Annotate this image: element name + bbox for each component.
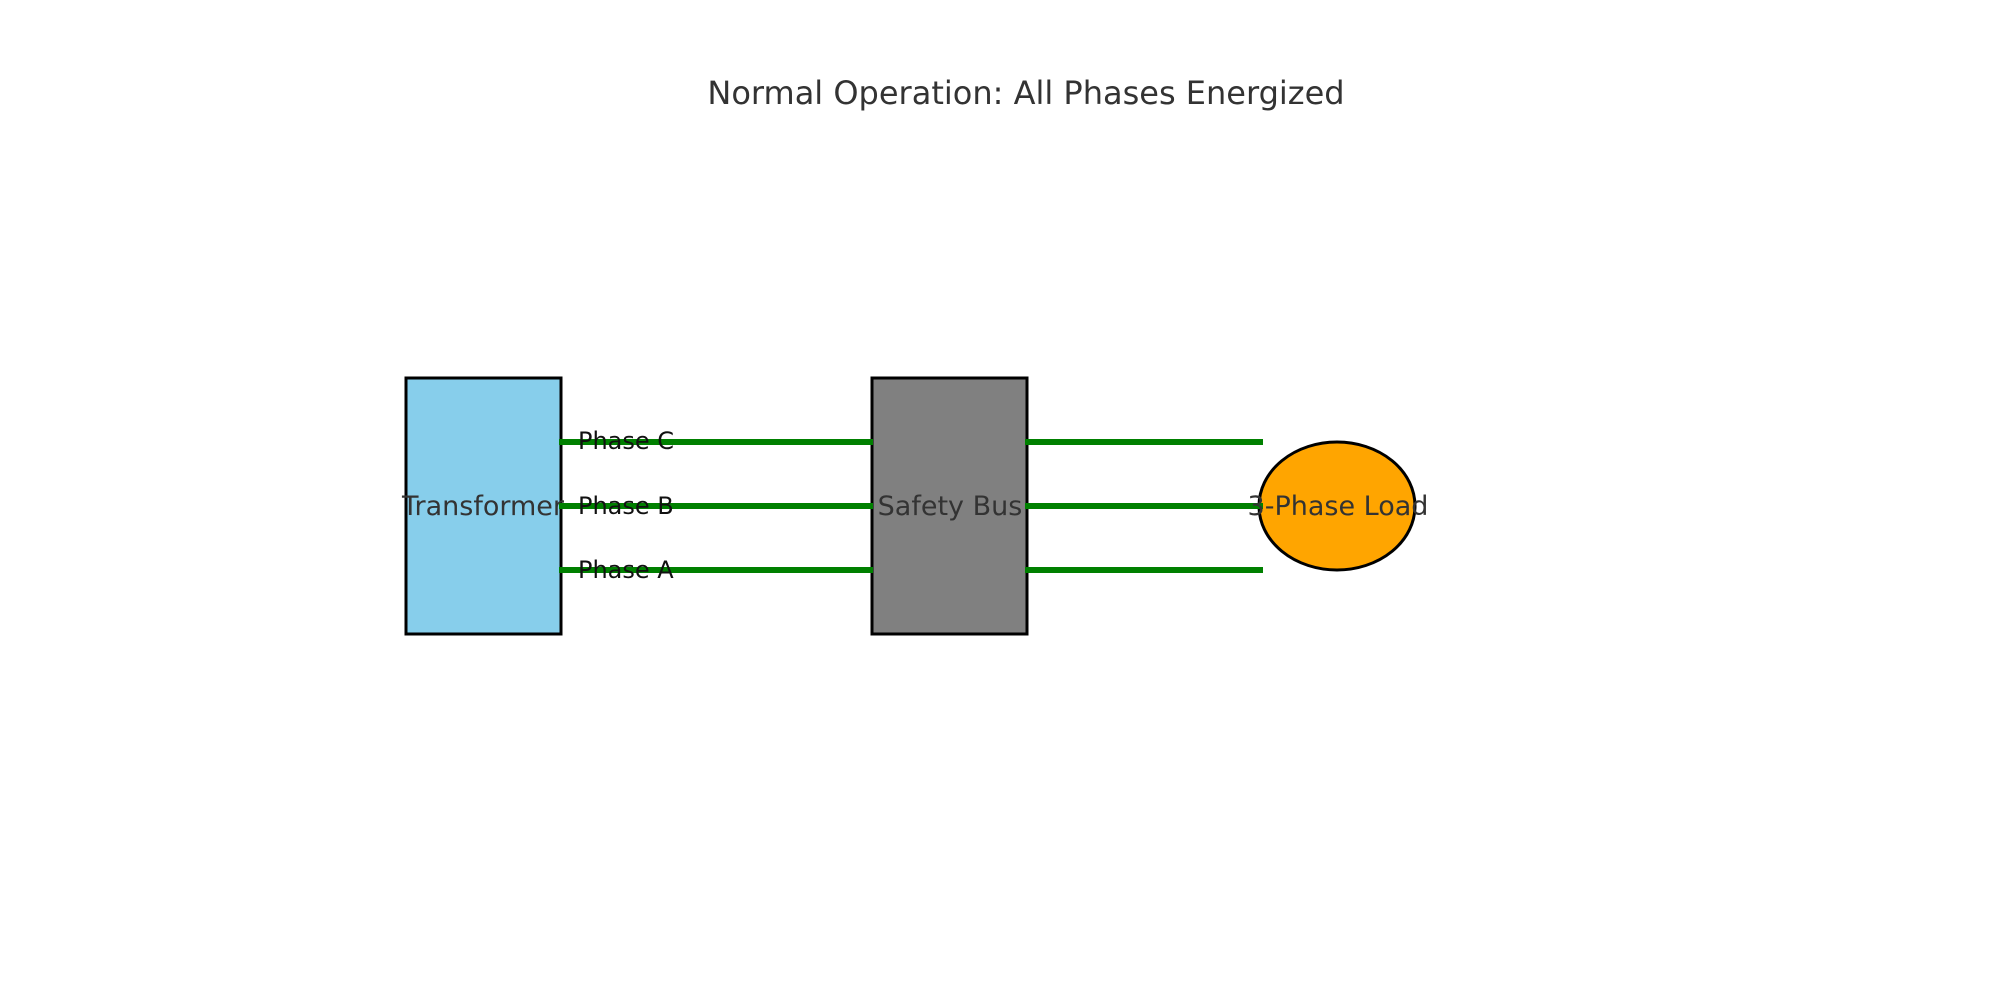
phase-b-label: Phase B [578,492,674,520]
phase-a-label: Phase A [578,556,674,584]
diagram-title: Normal Operation: All Phases Energized [707,74,1344,112]
transformer-block [404,376,563,636]
phase-c-label: Phase C [578,427,674,455]
transformer-label: Transformer [401,491,565,522]
safety-bus-block [870,376,1029,636]
load-label: 3-Phase Load [1248,491,1429,522]
safety-bus-label: Safety Bus [878,491,1023,522]
